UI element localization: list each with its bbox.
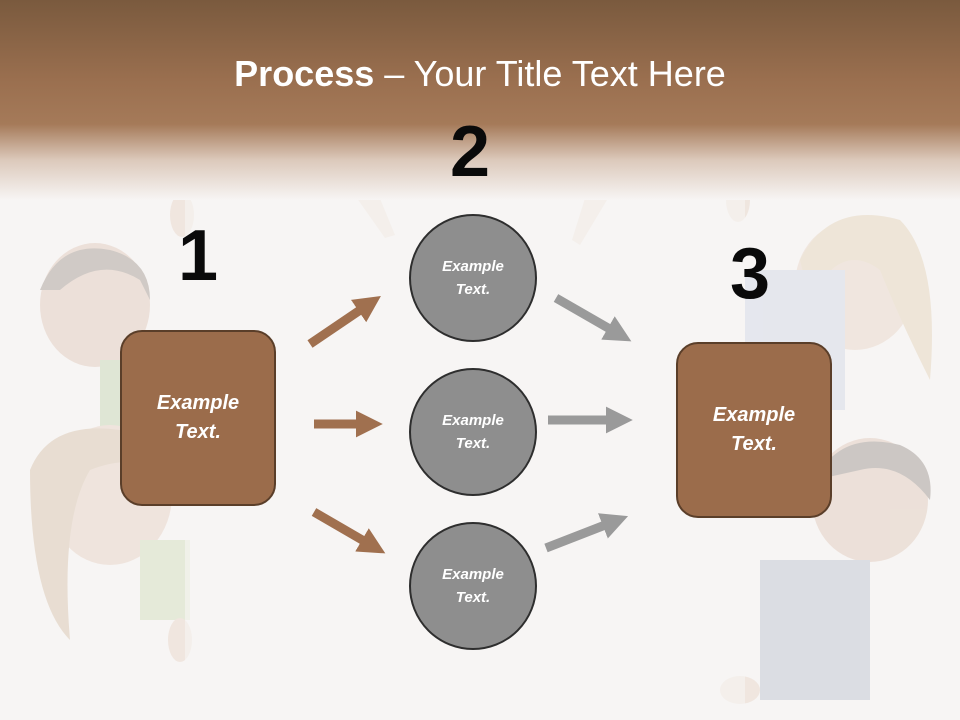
arrow-bottom-to-3 — [544, 513, 629, 553]
step-1-text: Example Text. — [156, 392, 240, 443]
step-number-3: 3 — [730, 234, 771, 314]
circle-middle: Example Text. — [409, 368, 537, 496]
circle-top: Example Text. — [409, 214, 537, 342]
circle-bottom: Example Text. — [409, 522, 537, 650]
circle-middle-text: Example Text. — [442, 412, 504, 452]
title-rest: – Your Title Text Here — [374, 53, 726, 94]
header-band — [0, 0, 960, 200]
arrow-top-to-3 — [553, 294, 632, 342]
step-3-box: Example Text. — [676, 342, 832, 518]
circle-top-text: Example Text. — [442, 258, 504, 298]
arrow-1-to-bottom — [311, 508, 386, 554]
step-number-1: 1 — [178, 216, 219, 296]
step-1-box: Example Text. — [120, 330, 276, 506]
title-bold: Process — [234, 53, 375, 94]
arrow-1-to-top — [307, 295, 381, 348]
step-3-text: Example Text. — [712, 404, 796, 455]
step-number-2: 2 — [450, 112, 491, 192]
circle-bottom-text: Example Text. — [442, 566, 504, 606]
slide-title: Process – Your Title Text Here — [0, 52, 960, 96]
